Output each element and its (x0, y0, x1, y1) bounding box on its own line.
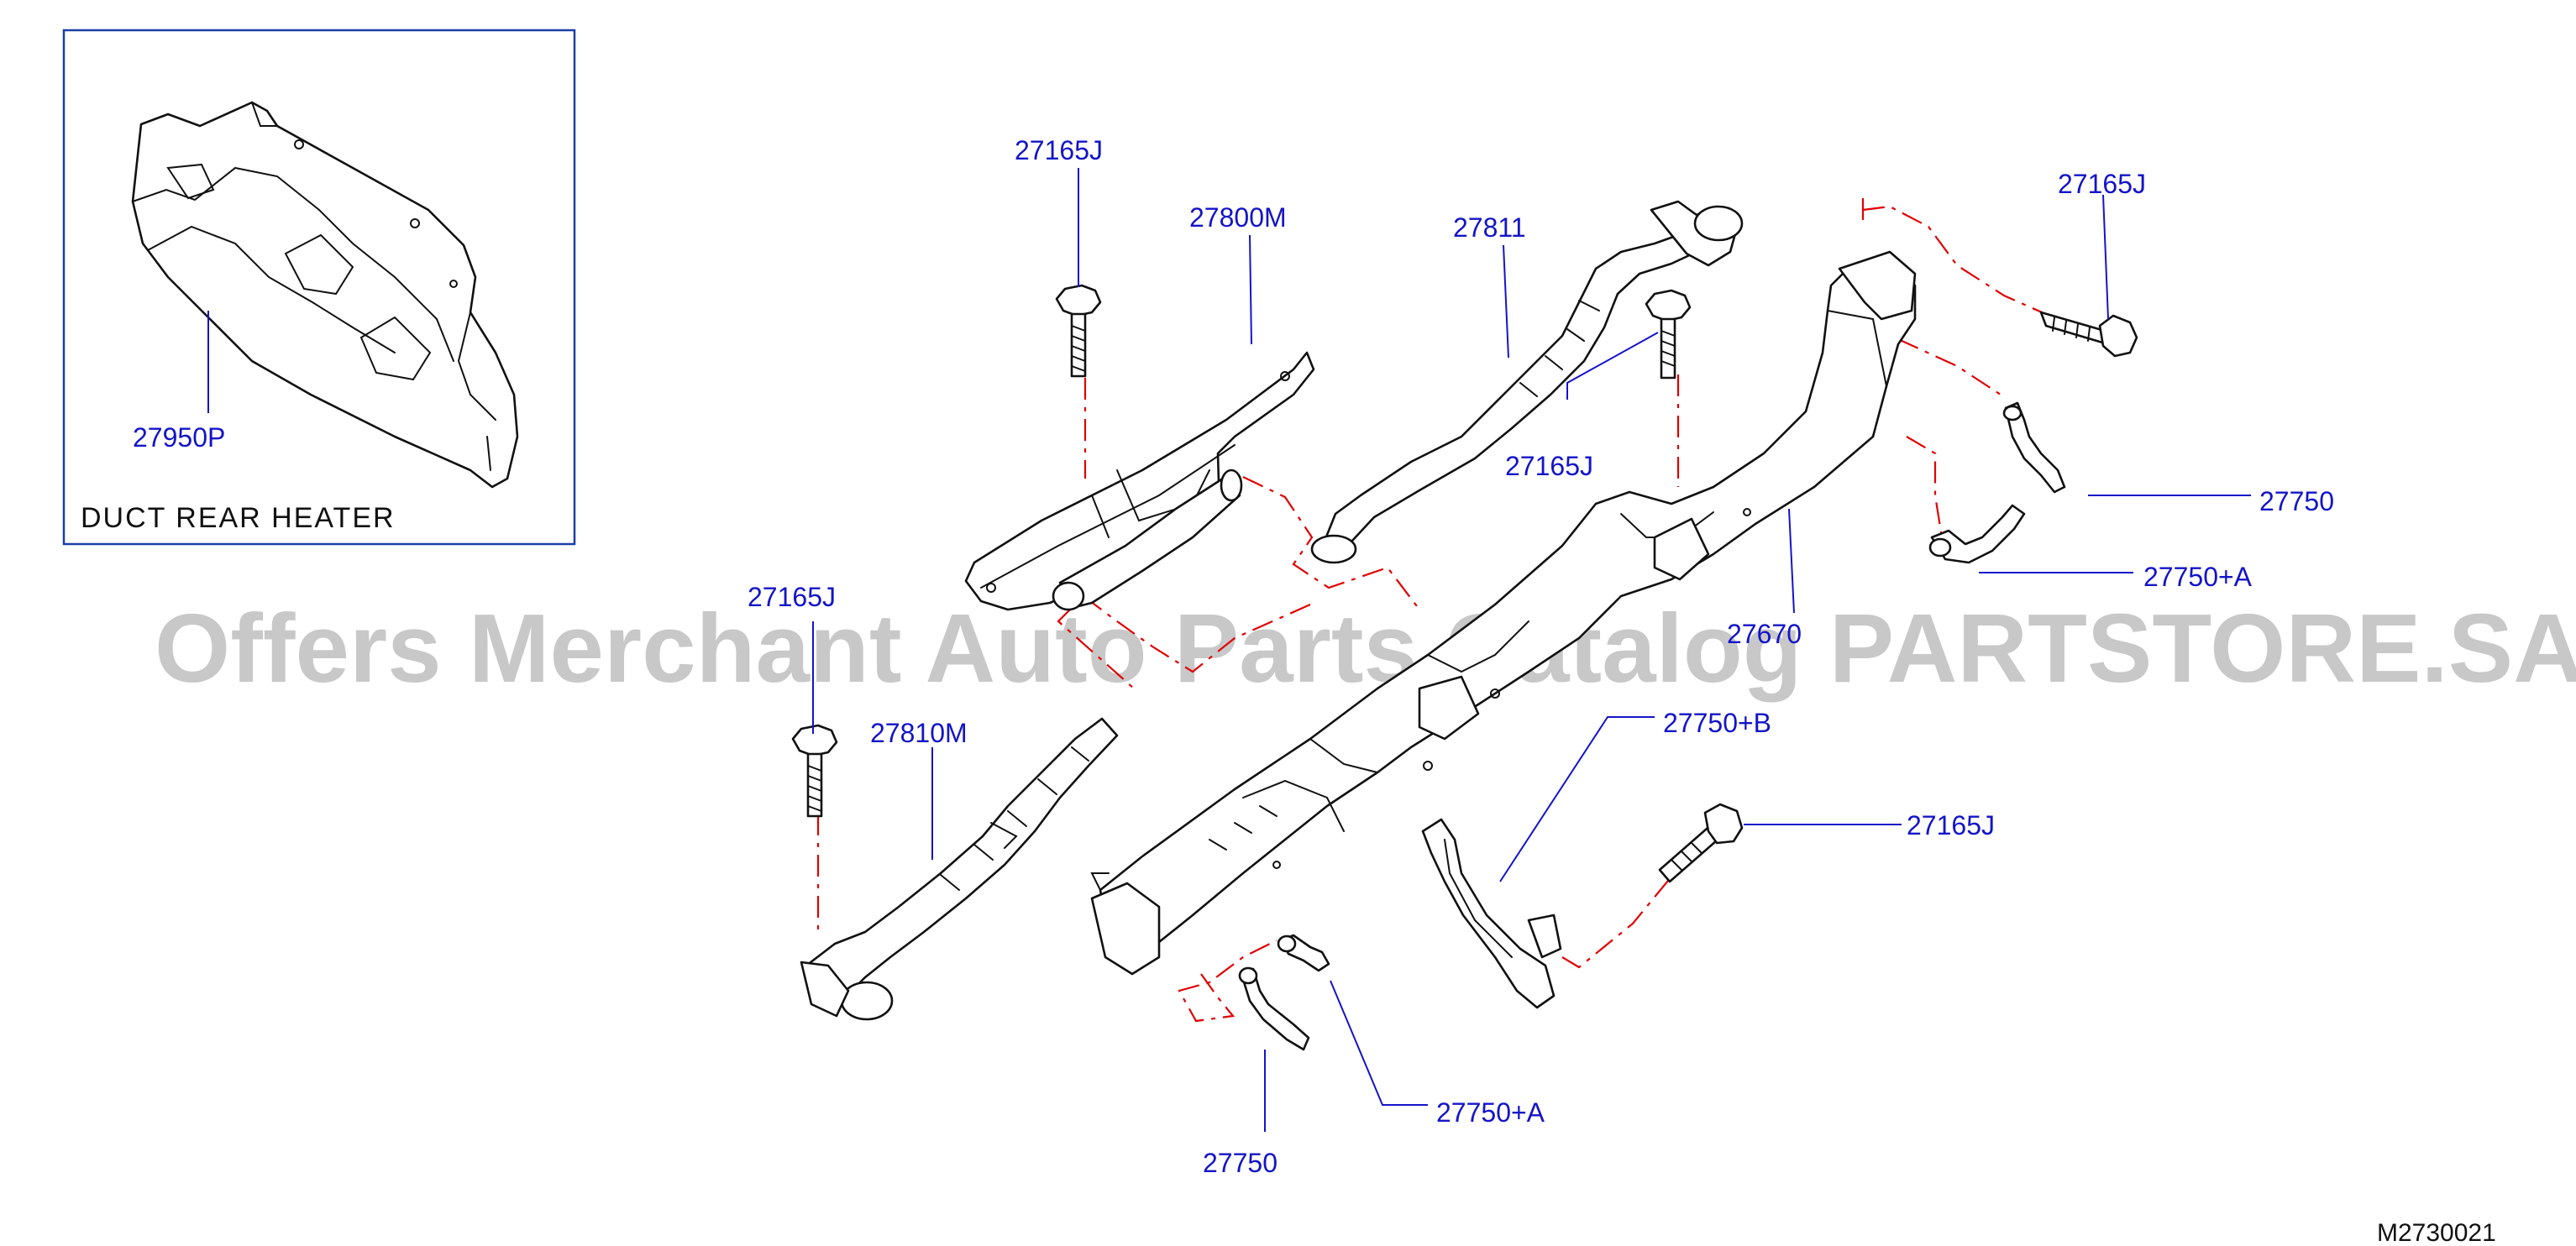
bolt-1-drawing (1055, 284, 1102, 378)
diagram-code: M2730021 (2377, 1219, 2496, 1246)
label-27750A-b: 27750+A (1436, 1097, 1545, 1128)
watermark-text: Offers Merchant Auto Parts Catalog PARTS… (155, 594, 2576, 703)
label-27750-b: 27750 (1203, 1148, 1278, 1178)
label-27950P: 27950P (133, 422, 225, 453)
label-27750A-a: 27750+A (2143, 562, 2253, 592)
inset-title: DUCT REAR HEATER (81, 502, 396, 534)
part-27810M-drawing (800, 717, 1119, 1021)
bolt-3-drawing (791, 724, 838, 818)
leader-lines (812, 168, 2251, 1132)
assembly-centerlines (816, 198, 2050, 1023)
part-27670-drawing (1090, 250, 1917, 976)
label-27165J-b: 27165J (1505, 451, 1593, 481)
part-27750B-drawing (1421, 818, 1562, 1009)
label-27165J-d: 27165J (748, 582, 836, 612)
label-27670: 27670 (1727, 619, 1802, 649)
label-27750B: 27750+B (1663, 708, 1771, 738)
label-27750-a: 27750 (2259, 486, 2334, 516)
part-27811-drawing (1310, 200, 1744, 564)
label-27165J-a: 27165J (1015, 135, 1103, 165)
bolt-5-drawing (1658, 803, 1744, 883)
clips-drawing (1238, 401, 2066, 1051)
label-27811: 27811 (1453, 212, 1526, 243)
bolt-4-drawing (2039, 311, 2138, 358)
bolt-2-drawing (1645, 289, 1692, 380)
rear-heater-duct-drawing (131, 101, 519, 489)
label-27165J-e: 27165J (1907, 810, 1995, 840)
inset-panel: 27950P DUCT REAR HEATER (62, 29, 576, 546)
label-27800M: 27800M (1189, 202, 1287, 233)
part-labels: 27165J 27800M 27811 27165J 27165J 27750 … (748, 135, 2334, 1178)
label-27810M: 27810M (870, 718, 968, 748)
label-27165J-c: 27165J (2058, 169, 2146, 199)
part-27800M-drawing (964, 351, 1315, 611)
